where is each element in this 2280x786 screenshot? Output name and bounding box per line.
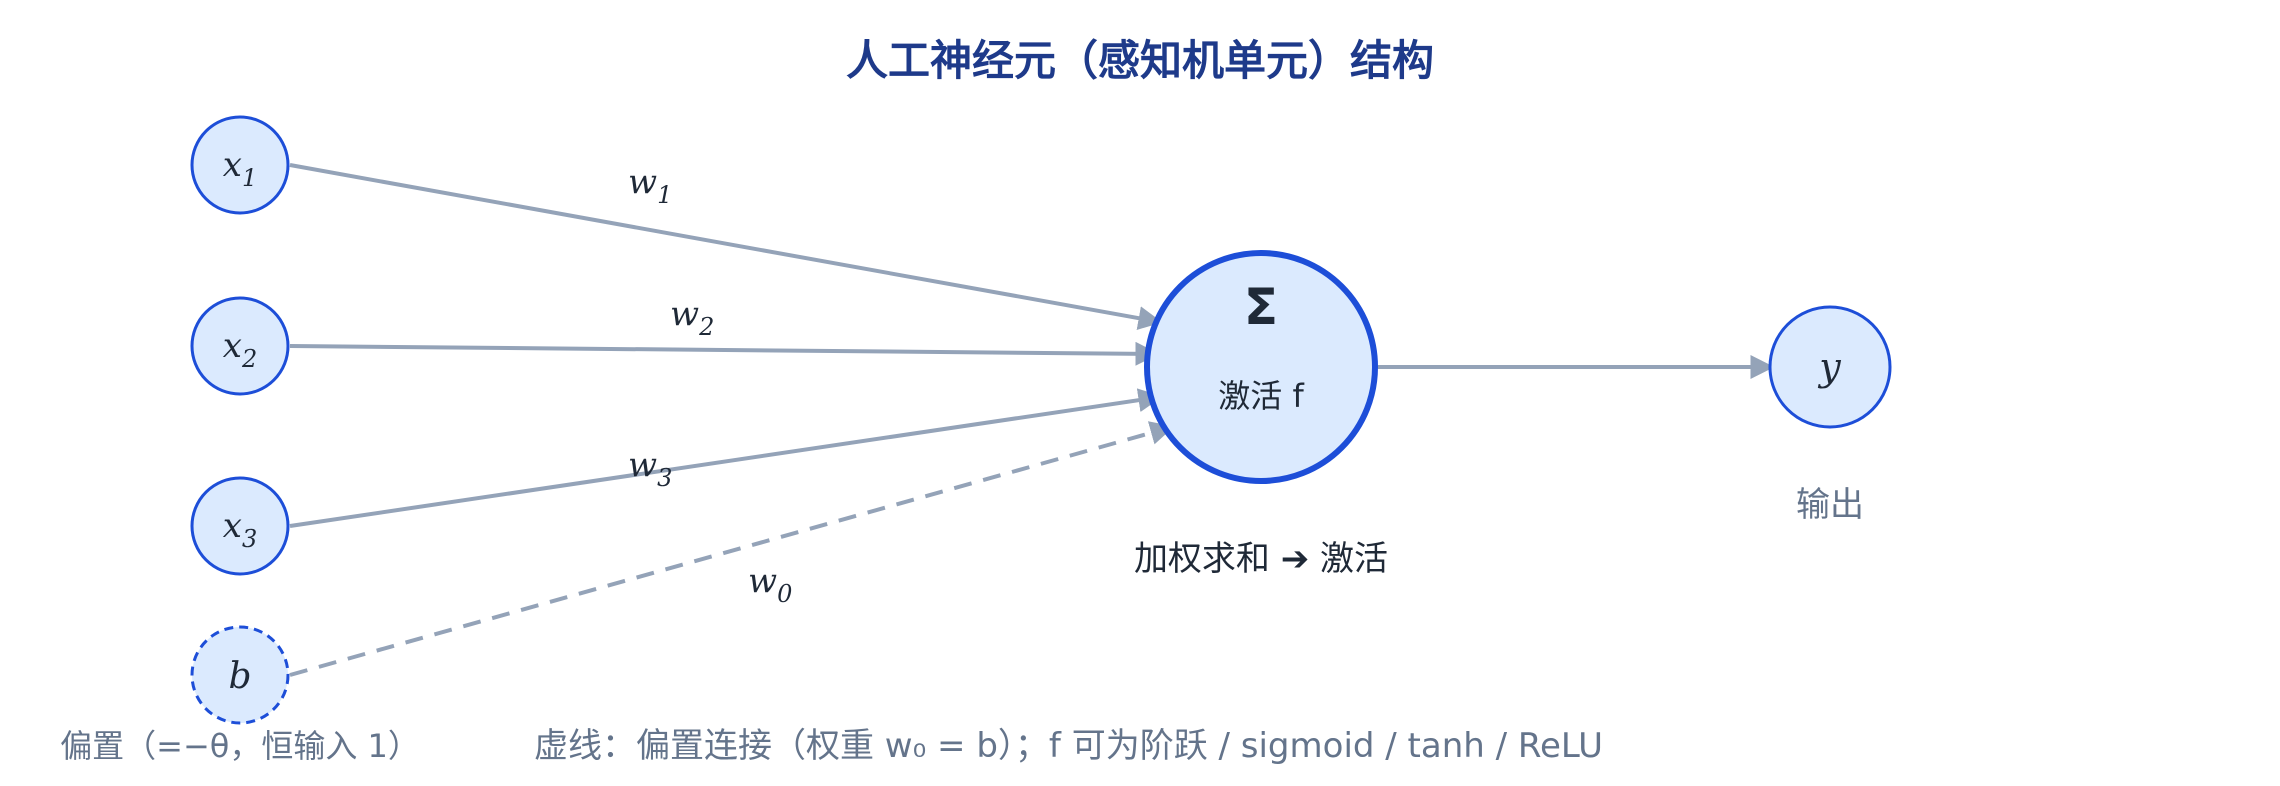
input-node-x3: x3 — [190, 476, 290, 576]
edge-bias — [289, 421, 1175, 677]
input-label-x2: x2 — [223, 326, 257, 373]
footer-note: 虚线：偏置连接（权重 w₀ = b）；f 可为阶跃 / sigmoid / ta… — [534, 726, 1603, 766]
input-node-x2: x2 — [190, 296, 290, 396]
bias-node-circle — [190, 625, 290, 725]
bias-caption: 偏置（=−θ，恒输入 1） — [60, 727, 420, 765]
output-caption: 输出 — [1796, 485, 1864, 525]
diagram-title: 人工神经元（感知机单元）结构 — [846, 36, 1434, 85]
neuron-caption: 加权求和 ➔ 激活 — [1134, 539, 1388, 579]
weight-w1-name: w — [628, 162, 657, 202]
input-node-x1: x1 — [190, 115, 290, 215]
weight-label-w2: w2 — [670, 294, 714, 341]
input-x3-sub: 3 — [242, 525, 257, 553]
neuron-activation-label: 激活 f — [1218, 377, 1304, 415]
bias-label: b — [228, 656, 251, 697]
edge-x2 — [289, 341, 1160, 366]
neuron-node: Σ 激活 f — [1144, 250, 1378, 484]
input-node-x3-circle — [190, 476, 290, 576]
input-node-x1-circle — [190, 115, 290, 215]
input-nodes: x1 x2 x3 b — [190, 115, 290, 725]
weight-w1-sub: 1 — [657, 181, 672, 209]
output-node: y — [1768, 305, 1892, 429]
input-label-x1: x1 — [223, 145, 257, 192]
weight-w0-name: w — [748, 561, 777, 601]
weight-w2-name: w — [670, 294, 699, 334]
weight-w0-sub: 0 — [777, 580, 792, 608]
input-x1-name: x — [223, 145, 242, 185]
neuron-sum-symbol: Σ — [1244, 278, 1278, 336]
weight-w3-name: w — [628, 445, 657, 485]
edge-x3 — [289, 388, 1163, 528]
input-x3-name: x — [223, 506, 242, 546]
weight-label-w0: w0 — [748, 561, 792, 608]
bias-node: b — [190, 625, 290, 725]
edges — [289, 163, 1775, 677]
input-label-x3: x3 — [223, 506, 257, 553]
weight-label-w3: w3 — [628, 445, 672, 492]
input-x2-name: x — [223, 326, 242, 366]
weight-label-w1: w1 — [628, 162, 672, 209]
output-label: y — [1817, 345, 1841, 389]
output-node-circle — [1768, 305, 1892, 429]
neuron-circle — [1144, 250, 1378, 484]
weight-w2-sub: 2 — [698, 313, 714, 341]
input-x1-sub: 1 — [242, 164, 257, 192]
weight-labels: w1 w2 w3 w0 — [628, 162, 792, 608]
weight-w3-sub: 3 — [657, 464, 672, 492]
input-node-x2-circle — [190, 296, 290, 396]
input-x2-sub: 2 — [241, 345, 257, 373]
edge-x1 — [289, 163, 1163, 330]
